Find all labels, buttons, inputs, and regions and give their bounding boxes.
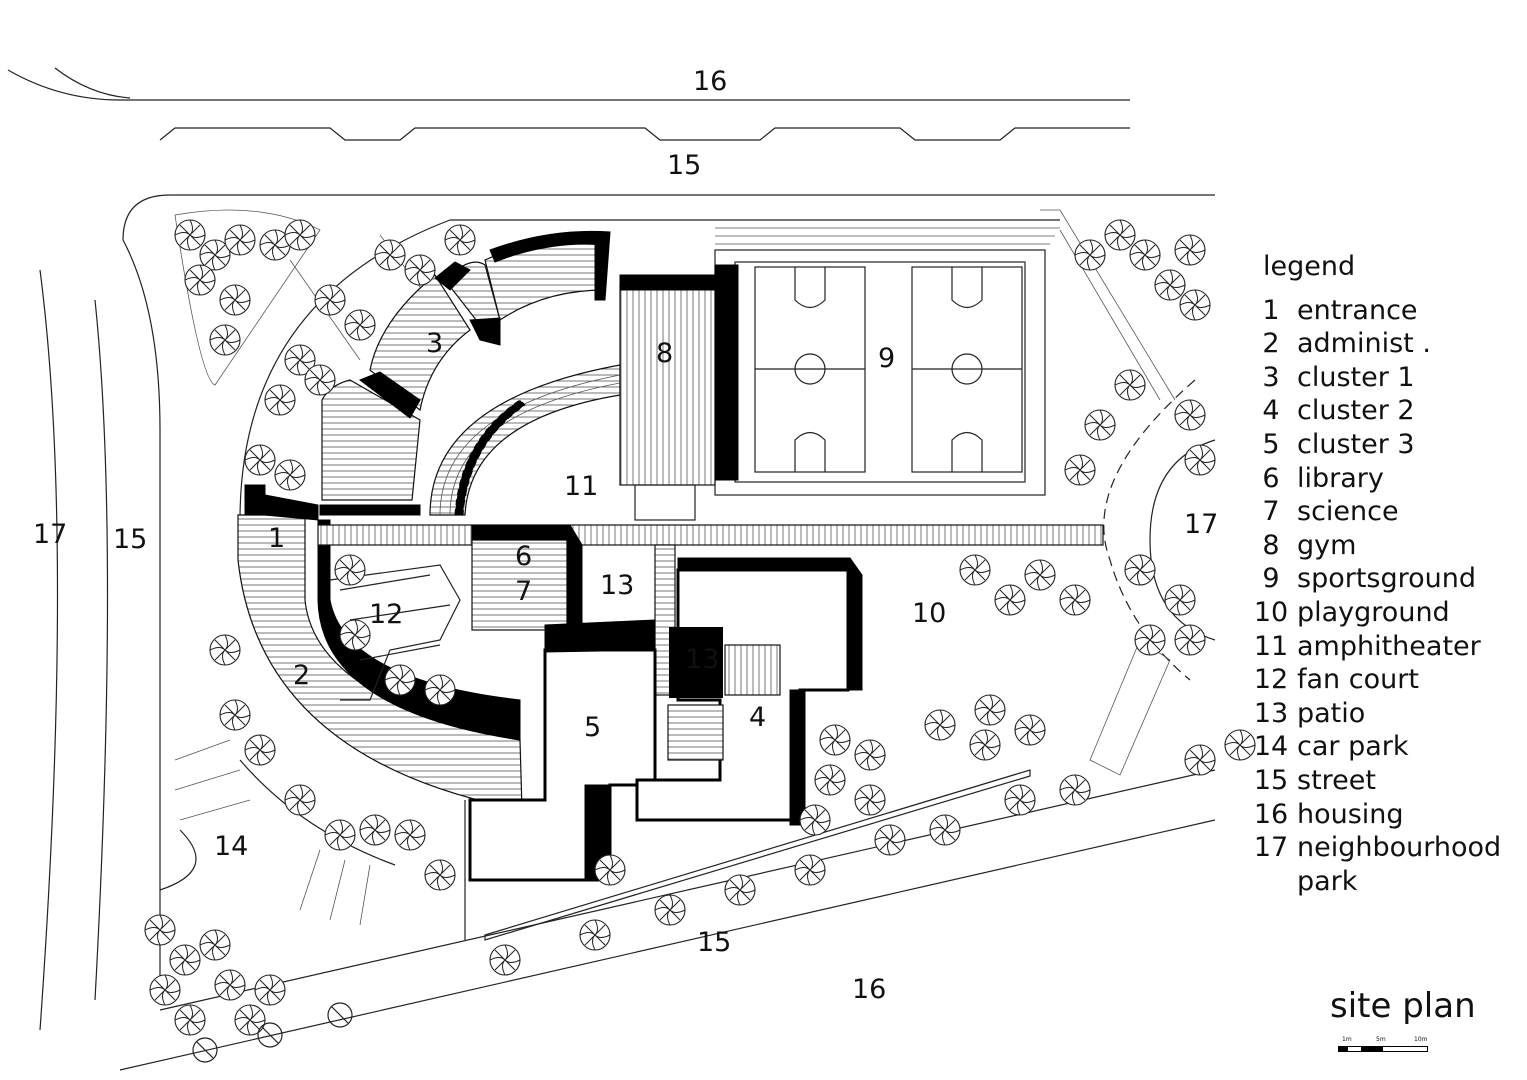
- map-labels: 16 15 17 15 1 2 3 4 5 6 7 8 9 10 11 12 1…: [33, 66, 1218, 1005]
- top-roads: [7, 67, 1215, 241]
- label-cluster2: 4: [749, 702, 766, 733]
- label-street-top: 15: [667, 150, 701, 181]
- label-park-right: 17: [1184, 509, 1218, 540]
- legend-item-label: cluster 1: [1297, 361, 1415, 393]
- legend-item-number: 8: [1262, 529, 1280, 561]
- legend-item: 3 cluster 1: [1245, 361, 1520, 395]
- legend-item: 5 cluster 3: [1245, 428, 1520, 462]
- label-patio-b: 13: [685, 644, 719, 675]
- label-fan-court: 12: [369, 599, 403, 630]
- legend-item-number: 12: [1253, 664, 1289, 696]
- legend-item-label: entrance: [1297, 294, 1418, 326]
- scale-tick-label: 5m: [1376, 1036, 1386, 1043]
- legend-item: 8 gym: [1245, 529, 1520, 563]
- legend-item-label: fan court: [1297, 664, 1419, 696]
- legend-item: 2 administ .: [1245, 327, 1520, 361]
- label-science: 7: [515, 576, 532, 607]
- legend-item-label: library: [1297, 462, 1384, 494]
- label-entrance: 1: [268, 523, 285, 554]
- gym-building: [619, 264, 739, 521]
- legend-item: 9 sportsground: [1245, 562, 1520, 596]
- legend-item-label: administ .: [1297, 328, 1431, 360]
- legend-item-label: gym: [1297, 529, 1357, 561]
- legend-item-number: 6: [1262, 462, 1280, 494]
- legend-item-label: car park: [1297, 731, 1409, 763]
- scale-bar: 1m 5m 10m: [1338, 1036, 1430, 1052]
- legend-item-label: housing: [1297, 798, 1404, 830]
- legend-item-number: 15: [1253, 764, 1289, 796]
- legend-item-number: 4: [1262, 395, 1280, 427]
- legend-item-number: 16: [1253, 798, 1289, 830]
- label-cluster1: 3: [426, 328, 443, 359]
- label-car-park: 14: [214, 831, 248, 862]
- fan-court: [329, 564, 461, 701]
- label-sportsground: 9: [878, 343, 895, 374]
- legend-item: 6 library: [1245, 462, 1520, 496]
- sportsground: [714, 227, 1060, 496]
- legend-item-label: sportsground: [1297, 563, 1477, 595]
- street-markers: [192, 1002, 353, 1063]
- scale-tick-label: 1m: [1342, 1036, 1352, 1043]
- legend-item-label: neighbourhood park: [1297, 832, 1502, 897]
- legend-item-label: playground: [1297, 596, 1450, 628]
- legend-item-label: street: [1297, 764, 1376, 796]
- car-park: [159, 739, 396, 926]
- label-housing-bottom: 16: [852, 974, 886, 1005]
- legend-item-number: 5: [1262, 428, 1280, 460]
- label-street-bottom: 15: [697, 927, 731, 958]
- bottom-roads: [119, 769, 1216, 1071]
- label-cluster3: 5: [584, 712, 601, 743]
- legend-item: 4 cluster 2: [1245, 394, 1520, 428]
- label-street-left: 15: [113, 524, 147, 555]
- legend-item: 7 science: [1245, 495, 1520, 529]
- legend-item: 1 entrance: [1245, 294, 1520, 328]
- cluster1-building: [319, 230, 611, 516]
- left-roads: [39, 239, 161, 1031]
- label-administ: 2: [293, 660, 310, 691]
- library-science-building: [471, 524, 583, 631]
- legend-item-label: patio: [1297, 697, 1366, 729]
- label-amphitheater: 11: [564, 471, 598, 502]
- legend-item-number: 2: [1262, 328, 1280, 360]
- legend-item-number: 9: [1262, 563, 1280, 595]
- legend-item-number: 3: [1262, 361, 1280, 393]
- legend-item-number: 17: [1253, 832, 1289, 864]
- label-gym: 8: [656, 338, 673, 369]
- legend-item-label: cluster 2: [1297, 395, 1415, 427]
- legend-item-number: 11: [1253, 630, 1289, 662]
- legend-item-number: 10: [1253, 596, 1289, 628]
- legend-item-label: cluster 3: [1297, 428, 1415, 460]
- legend-item-label: science: [1297, 496, 1399, 528]
- label-housing-top: 16: [693, 66, 727, 97]
- legend-item-label: amphitheater: [1297, 630, 1481, 662]
- scale-bar-graphic: [1338, 1046, 1428, 1052]
- label-patio-a: 13: [600, 570, 634, 601]
- legend-item-number: 13: [1253, 697, 1289, 729]
- cluster2-building: [635, 557, 863, 826]
- plan-title: site plan: [1330, 986, 1476, 1026]
- legend-item-number: 14: [1253, 731, 1289, 763]
- label-park-left: 17: [33, 519, 67, 550]
- legend-item-number: 1: [1262, 294, 1280, 326]
- scale-tick-label: 10m: [1414, 1036, 1428, 1043]
- label-playground: 10: [912, 598, 946, 629]
- legend-item-number: 7: [1262, 496, 1280, 528]
- label-library: 6: [515, 541, 532, 572]
- legend-title: legend: [1263, 251, 1356, 282]
